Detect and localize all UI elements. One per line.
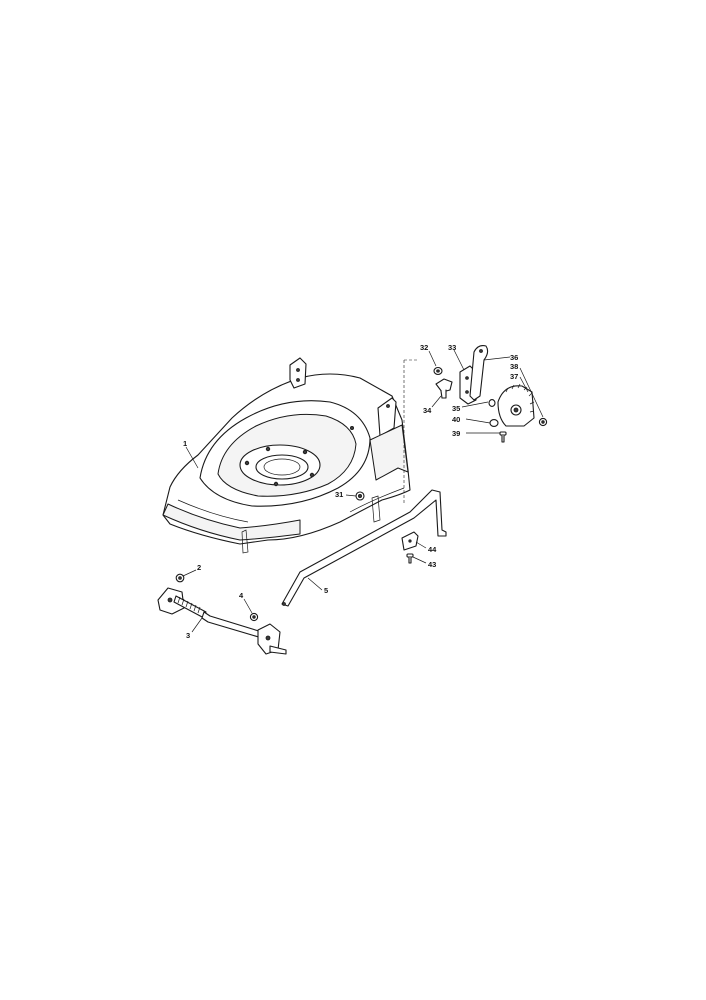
part-40-washer: [489, 419, 499, 427]
callout-37: 37: [510, 372, 518, 381]
callout-40: 40: [452, 415, 460, 424]
mower-deck: [162, 357, 411, 554]
part-2-nut: [175, 573, 185, 583]
callout-32: 32: [420, 343, 428, 352]
callout-31: 31: [335, 490, 343, 499]
leader-lines: [182, 349, 544, 633]
part-32-washer: [433, 366, 443, 376]
part-44-clip: [401, 531, 419, 551]
callout-3: 3: [186, 631, 190, 640]
part-38-nut: [538, 417, 548, 427]
part-31-nut: [355, 491, 365, 501]
callout-38: 38: [510, 362, 518, 371]
part-34-knob: [435, 378, 453, 399]
callout-39: 39: [452, 429, 460, 438]
part-3-axle-assembly: [157, 587, 287, 655]
callout-2: 2: [197, 563, 201, 572]
callout-5: 5: [324, 586, 328, 595]
part-5-adjusting-rod: [281, 489, 447, 607]
callout-35: 35: [452, 404, 460, 413]
callout-4: 4: [239, 591, 244, 600]
part-43-screw: [406, 553, 414, 564]
callout-1: 1: [183, 439, 187, 448]
callout-labels: 1 2 3 4 5 31 32 33 34 35 36 38 37 40 39 …: [183, 343, 518, 640]
callout-34: 34: [423, 406, 432, 415]
callout-36: 36: [510, 353, 518, 362]
callout-43: 43: [428, 560, 436, 569]
part-4-nut: [249, 612, 259, 622]
part-37-height-quadrant: [497, 383, 535, 427]
callout-33: 33: [448, 343, 456, 352]
part-39-screw: [499, 431, 507, 443]
part-36-lever: [469, 345, 489, 401]
part-35-spacer: [488, 399, 496, 407]
callout-44: 44: [428, 545, 437, 554]
